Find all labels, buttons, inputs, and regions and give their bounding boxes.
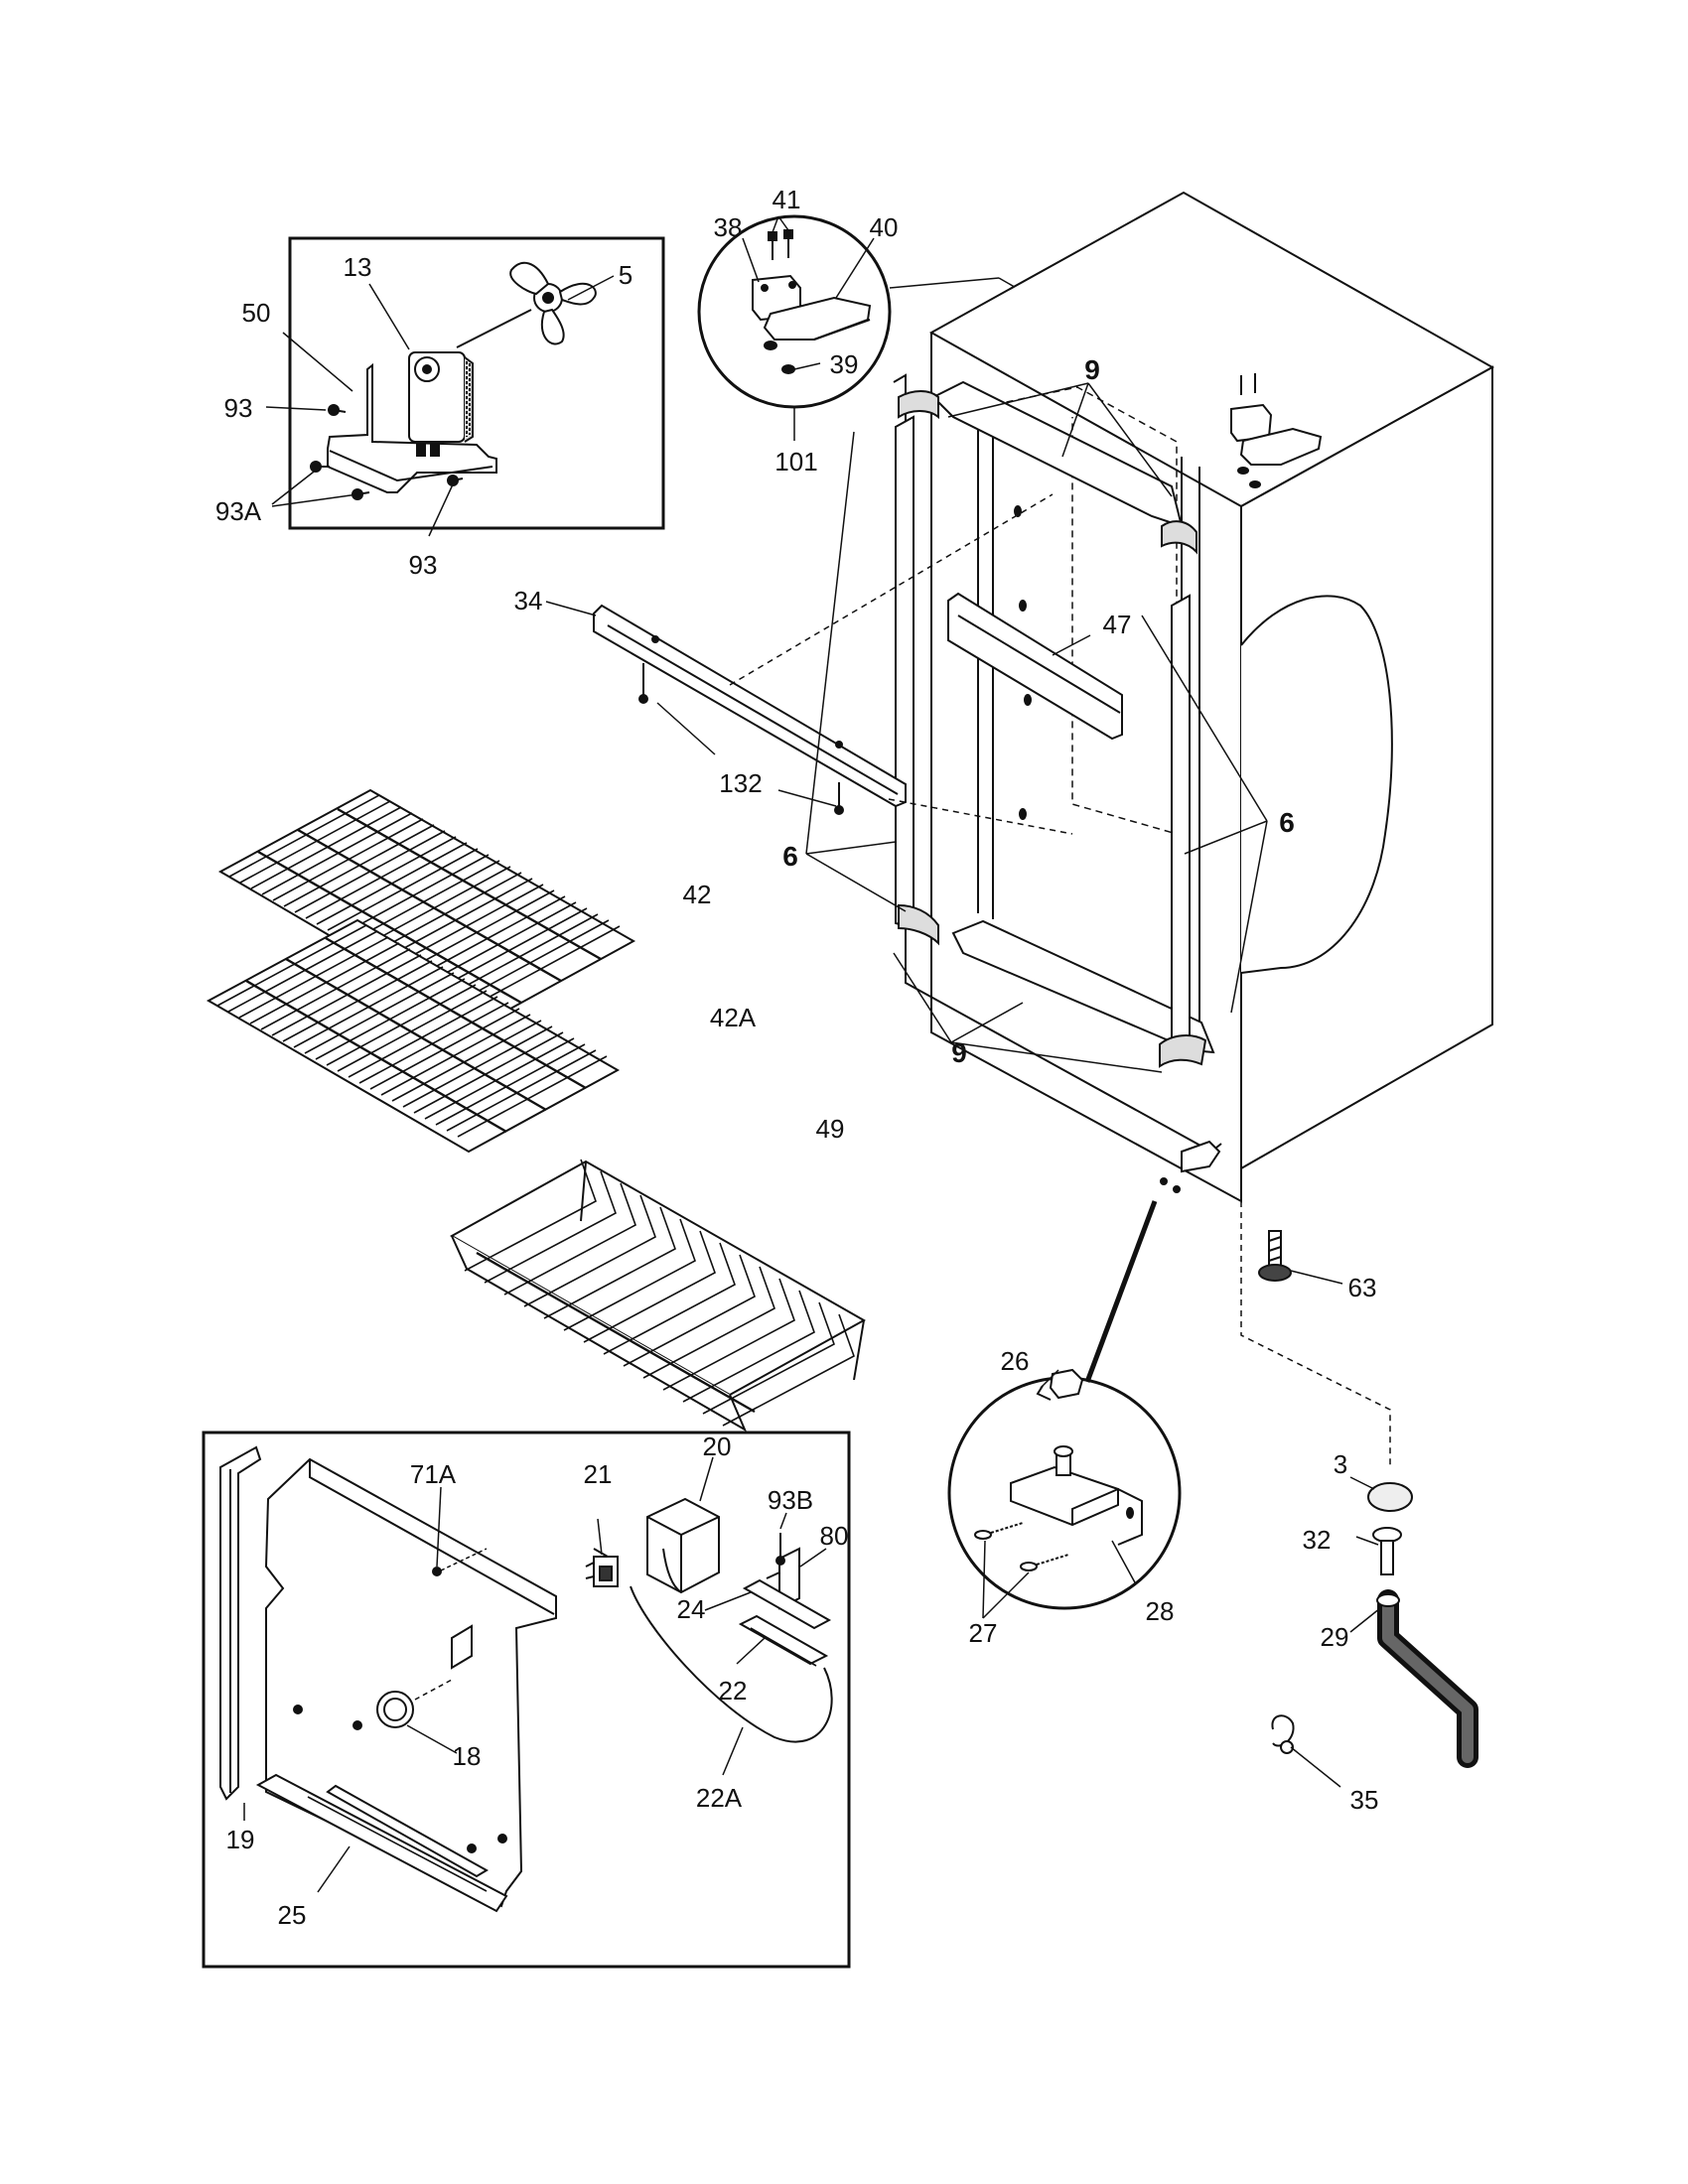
screw-icon (638, 663, 648, 704)
label-80: 80 (820, 1521, 849, 1551)
label-39: 39 (830, 349, 859, 379)
part-labels: 13 5 50 93 93A 93 41 38 40 39 101 9 34 4… (215, 185, 1379, 1930)
fan-motor-inset (265, 236, 665, 537)
label-42: 42 (683, 880, 712, 909)
label-34: 34 (514, 586, 543, 615)
leveling-leg-icon (1258, 1230, 1292, 1282)
label-24: 24 (677, 1594, 706, 1624)
label-18: 18 (453, 1741, 482, 1771)
bushing-icon (1372, 1527, 1402, 1575)
screw-icon (1020, 1554, 1069, 1571)
label-28: 28 (1146, 1596, 1175, 1626)
handle-bar-icon (1376, 1589, 1478, 1768)
label-9-top: 9 (1084, 354, 1100, 385)
label-93-bottom: 93 (409, 550, 438, 580)
screw-icon (310, 461, 330, 473)
screw-icon (432, 1548, 488, 1576)
label-40: 40 (870, 212, 899, 242)
screw-icon (328, 404, 347, 416)
bottom-hinge-inset (947, 1200, 1182, 1619)
screw-icon (447, 475, 464, 486)
label-101: 101 (774, 447, 817, 477)
label-35: 35 (1350, 1785, 1379, 1815)
screw-icon (352, 1720, 362, 1730)
handle-parts (1271, 1476, 1478, 1788)
clip-icon (1271, 1714, 1295, 1754)
label-6-left: 6 (782, 841, 798, 872)
screw-icon (768, 231, 777, 260)
fan-blade-icon (509, 261, 597, 345)
hinge-pin-icon (1036, 1368, 1084, 1401)
label-22: 22 (719, 1676, 748, 1706)
label-93a: 93A (215, 496, 262, 526)
thermostat-icon (585, 1548, 619, 1587)
screw-icon (974, 1522, 1024, 1540)
cap-icon (1367, 1482, 1413, 1512)
label-29: 29 (1321, 1622, 1349, 1652)
label-41: 41 (773, 185, 801, 214)
label-63: 63 (1348, 1273, 1377, 1302)
thermostat-knob-icon (376, 1691, 414, 1728)
hinge-icon (1230, 373, 1323, 488)
label-42a: 42A (710, 1003, 757, 1032)
label-3: 3 (1334, 1449, 1347, 1479)
label-49: 49 (816, 1114, 845, 1144)
wire-basket-49 (449, 1159, 867, 1433)
label-32: 32 (1303, 1525, 1332, 1555)
screw-icon (775, 1533, 785, 1566)
screw-icon (467, 1843, 477, 1853)
label-19: 19 (226, 1825, 255, 1854)
label-93b: 93B (768, 1485, 813, 1515)
label-26: 26 (1001, 1346, 1030, 1376)
label-21: 21 (584, 1459, 613, 1489)
wire-shelf-42A (206, 918, 621, 1154)
label-38: 38 (714, 212, 743, 242)
label-5: 5 (619, 260, 633, 290)
label-13: 13 (344, 252, 372, 282)
screw-icon (293, 1705, 303, 1714)
screw-icon (834, 782, 844, 815)
label-27: 27 (969, 1618, 998, 1648)
label-9-bottom: 9 (951, 1037, 967, 1068)
control-panel-inset (202, 1431, 851, 1969)
label-20: 20 (703, 1432, 732, 1461)
label-6-right: 6 (1279, 807, 1295, 838)
label-25: 25 (278, 1900, 307, 1930)
label-22a: 22A (696, 1783, 743, 1813)
screw-icon (497, 1834, 507, 1843)
freezer-cabinet (545, 191, 1495, 1469)
label-50: 50 (242, 298, 271, 328)
label-71a: 71A (410, 1459, 457, 1489)
label-93-top: 93 (224, 393, 253, 423)
label-132: 132 (719, 768, 762, 798)
label-47: 47 (1103, 610, 1132, 639)
screw-icon (783, 229, 793, 258)
